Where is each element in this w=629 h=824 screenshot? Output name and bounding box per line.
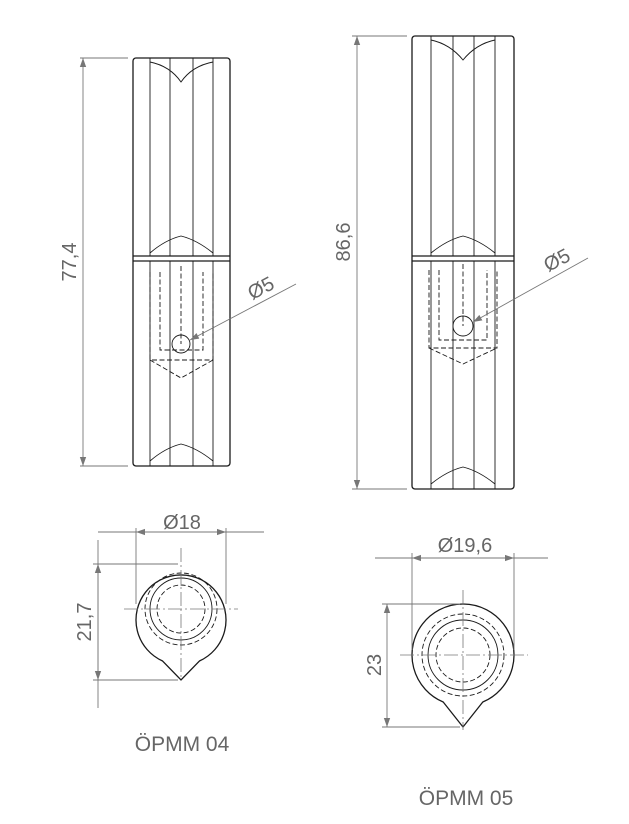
part-05-length-dimension: 86,6 bbox=[333, 35, 407, 490]
part-05-height-label: 23 bbox=[364, 654, 386, 676]
part-04-side-view bbox=[132, 57, 231, 467]
part-04-height-label: 21,7 bbox=[74, 603, 96, 642]
part-04-pin-diameter-label: Ø5 bbox=[244, 273, 278, 305]
part-05-diameter-label: Ø19,6 bbox=[438, 535, 492, 557]
part-04-diameter-label: Ø18 bbox=[163, 512, 201, 534]
part-05-pin-diameter-label: Ø5 bbox=[540, 245, 574, 277]
part-04-length-dimension: 77,4 bbox=[59, 57, 128, 467]
part-04-length-label: 77,4 bbox=[59, 243, 81, 282]
part-04-diameter-dimension: Ø18 bbox=[98, 512, 264, 604]
part-04-pin-diameter-dimension: Ø5 bbox=[189, 273, 297, 341]
part-04-height-dimension: 21,7 bbox=[74, 540, 178, 708]
part-05-side-view bbox=[411, 35, 515, 490]
part-04-end-view bbox=[124, 548, 238, 681]
part-05-name: ÖPMM 05 bbox=[419, 787, 514, 810]
part-05-diameter-dimension: Ø19,6 bbox=[375, 535, 548, 650]
part-04-name: ÖPMM 04 bbox=[135, 733, 230, 756]
part-05-end-view bbox=[400, 590, 528, 730]
part-05-length-label: 86,6 bbox=[333, 223, 355, 262]
part-05-height-dimension: 23 bbox=[364, 603, 460, 728]
